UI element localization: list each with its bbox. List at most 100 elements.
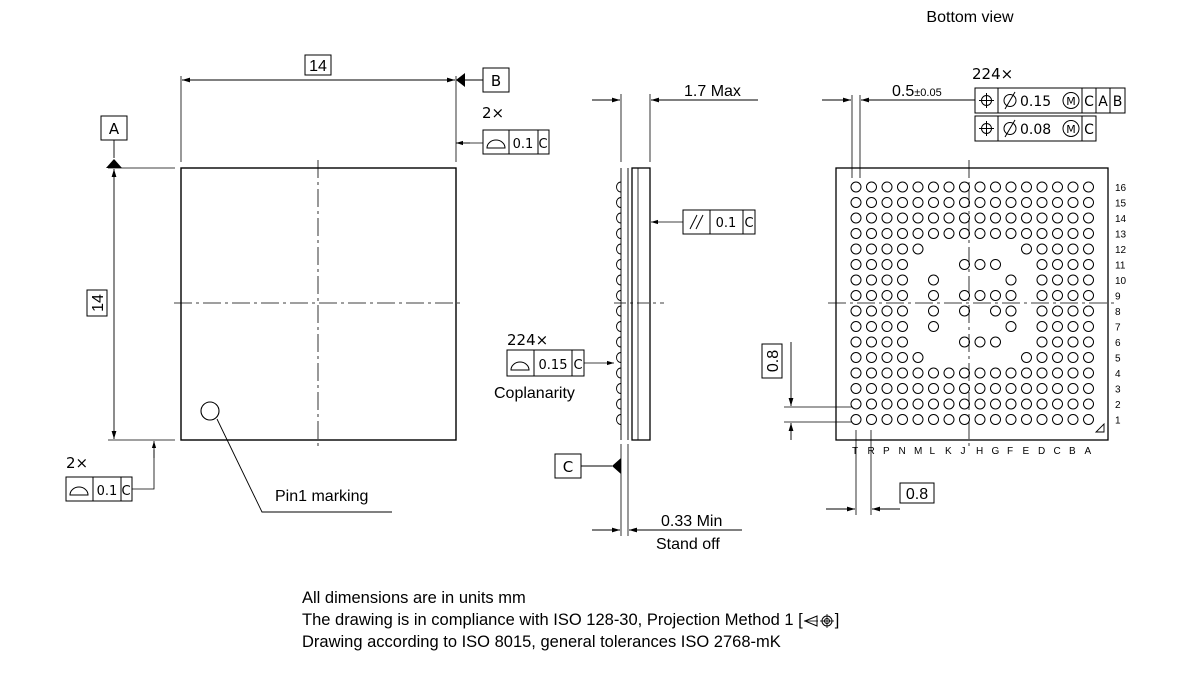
column-label: L <box>930 446 936 457</box>
solder-ball <box>1005 305 1017 317</box>
solder-ball <box>1052 321 1063 332</box>
solder-ball <box>850 321 862 332</box>
solder-ball <box>1052 212 1063 224</box>
solder-ball <box>897 414 908 425</box>
flatness-top-count: 2× <box>482 104 504 122</box>
solder-ball <box>1052 367 1063 379</box>
svg-text:M: M <box>1066 123 1076 136</box>
side-solder-ball <box>616 398 622 410</box>
flatness-top-value: 0.1 <box>513 137 534 152</box>
solder-ball <box>1067 336 1079 348</box>
solder-ball <box>1083 259 1094 270</box>
solder-ball <box>1021 398 1032 410</box>
pitch-vertical-box <box>761 343 783 379</box>
solder-ball <box>928 383 939 394</box>
diameter-icon <box>1003 91 1017 110</box>
datum-a-box <box>100 115 128 141</box>
solder-ball <box>943 212 955 224</box>
solder-ball <box>990 228 1001 239</box>
row-label: 6 <box>1115 338 1121 349</box>
solder-ball <box>1021 383 1032 394</box>
flatness-top-datum: C <box>538 137 547 152</box>
solder-ball <box>866 212 877 224</box>
solder-ball <box>1036 228 1048 239</box>
solder-ball <box>850 367 862 379</box>
solder-ball <box>866 274 877 286</box>
diameter-icon <box>1003 119 1017 138</box>
solder-ball <box>881 181 893 193</box>
solder-ball <box>1036 367 1048 379</box>
solder-ball <box>943 181 955 193</box>
column-label: A <box>1085 446 1092 457</box>
side-solder-ball <box>616 305 622 317</box>
solder-ball <box>1036 197 1048 208</box>
solder-ball <box>1083 336 1094 348</box>
solder-ball <box>1067 352 1079 363</box>
solder-ball <box>990 414 1001 425</box>
coplanarity-value: 0.15 <box>539 358 568 373</box>
top-view: Pin1 marking 14 B 2× 0.1 C A 14 <box>65 54 550 513</box>
solder-ball <box>1052 181 1063 193</box>
solder-ball <box>1005 321 1017 332</box>
pin1-leader <box>216 418 392 513</box>
solder-ball <box>1021 243 1032 255</box>
side-solder-ball <box>616 181 622 193</box>
solder-ball <box>897 290 908 301</box>
solder-ball <box>1036 321 1048 332</box>
height-dim-box <box>86 289 108 317</box>
solder-ball <box>1005 367 1017 379</box>
solder-ball <box>974 212 986 224</box>
solder-ball <box>1067 383 1079 394</box>
package-outline-bottom <box>835 167 1109 441</box>
solder-ball <box>1067 212 1079 224</box>
solder-ball <box>943 228 955 239</box>
parallelism-icon <box>689 214 698 230</box>
solder-ball <box>912 228 924 239</box>
solder-ball <box>866 228 877 239</box>
column-label: N <box>899 446 906 457</box>
side-solder-ball <box>616 228 622 239</box>
solder-ball <box>959 398 970 410</box>
solder-ball <box>974 414 986 425</box>
column-label: T <box>852 446 858 457</box>
solder-ball <box>928 290 939 301</box>
solder-ball <box>850 259 862 270</box>
solder-ball <box>1083 398 1094 410</box>
pitch-horizontal-value: 0.8 <box>906 486 928 503</box>
solder-ball <box>959 383 970 394</box>
pos2-value: 0.08 <box>1020 122 1051 138</box>
solder-ball <box>881 197 893 208</box>
solder-ball <box>866 259 877 270</box>
standoff-value: 0.33 Min <box>661 513 722 530</box>
solder-ball <box>850 243 862 255</box>
position-frame-2 <box>974 115 1097 142</box>
solder-ball <box>1083 197 1094 208</box>
solder-ball <box>1005 383 1017 394</box>
solder-ball <box>1083 352 1094 363</box>
solder-ball <box>866 305 877 317</box>
solder-ball <box>850 181 862 193</box>
pos1-value: 0.15 <box>1020 94 1051 110</box>
solder-ball <box>1021 228 1032 239</box>
solder-ball <box>990 212 1001 224</box>
solder-ball <box>1067 414 1079 425</box>
solder-ball <box>881 274 893 286</box>
solder-ball <box>1067 290 1079 301</box>
solder-ball <box>1021 197 1032 208</box>
solder-ball <box>1052 305 1063 317</box>
package-body-side <box>631 167 651 441</box>
column-labels: TRPNMLKJHGFEDCBA <box>852 446 1092 457</box>
solder-ball <box>881 228 893 239</box>
solder-ball <box>974 228 986 239</box>
position-icon <box>979 121 994 136</box>
solder-ball <box>897 367 908 379</box>
solder-ball <box>897 321 908 332</box>
solder-ball <box>912 352 924 363</box>
solder-ball <box>912 383 924 394</box>
solder-ball <box>1067 243 1079 255</box>
mmc-modifier-icon <box>1062 92 1080 109</box>
solder-ball <box>1083 305 1094 317</box>
pin1-marker <box>200 401 220 421</box>
